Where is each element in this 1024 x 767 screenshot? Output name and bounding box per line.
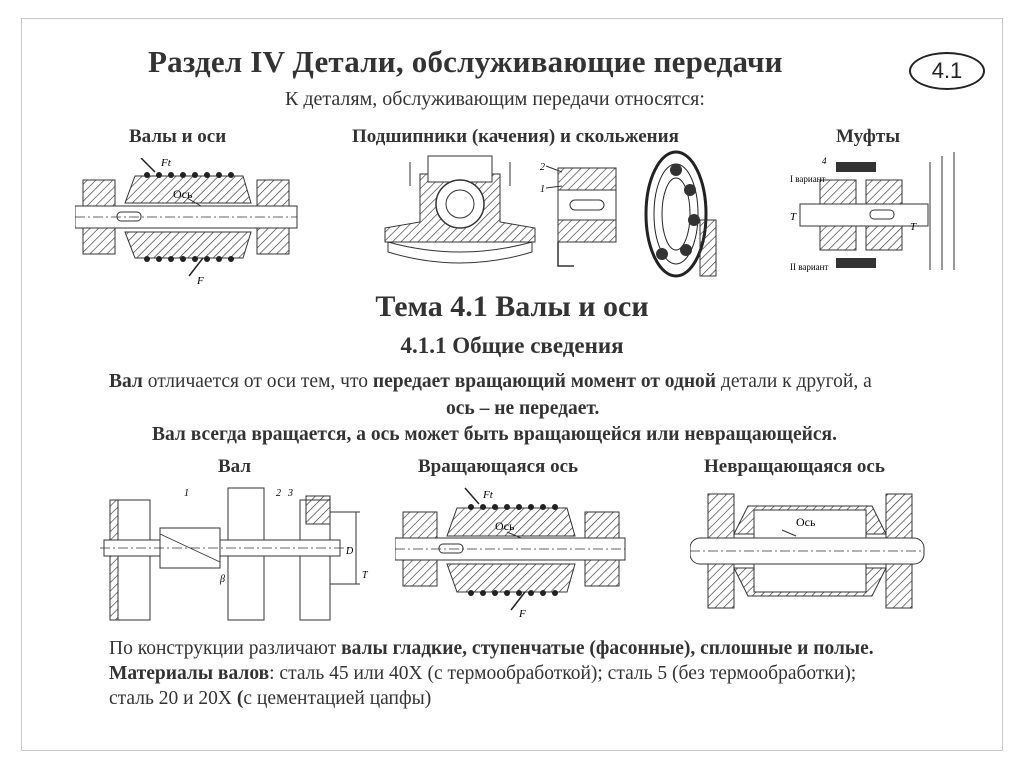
topic-title: Тема 4.1 Валы и оси <box>375 290 649 323</box>
definition-line-1: Вал отличается от оси тем, что передает … <box>109 371 872 393</box>
fixed-axle-diagram: Ось <box>690 493 925 609</box>
rolling-bearing-diagram <box>644 150 717 278</box>
materials-text: : сталь 45 или 40Х (с термообработкой); … <box>269 663 857 684</box>
force-label: F <box>196 275 204 287</box>
variant2-label: II вариант <box>790 262 828 272</box>
example-fixed-axle-label: Невращающаяся ось <box>704 456 885 477</box>
materials-cementation: с цементацией цапфы) <box>243 688 432 709</box>
dia-label: D <box>345 546 354 557</box>
sliding-bearing-diagram: 2 1 <box>540 162 617 267</box>
page-subtitle: К деталям, обслуживающим передачи относя… <box>285 88 705 110</box>
rotating-axle-diagram: Ft F Ось <box>395 487 626 619</box>
definition-emphasis: передает вращающий момент от одной <box>372 371 717 392</box>
torque-right-label: T <box>910 221 917 233</box>
num3-shaft-label: 3 <box>287 488 293 499</box>
footer-text-a: По конструкции различают <box>109 638 342 659</box>
slide-frame <box>21 18 1003 751</box>
category-bearings: Подшипники (качения) и скольжения <box>352 126 679 147</box>
footer-line-2: Материалы валов: сталь 45 или 40Х (с тер… <box>109 663 856 685</box>
materials-term: Материалы валов <box>109 663 270 684</box>
coupling-diagram: I вариант II вариант 4 T T <box>790 152 955 272</box>
beta-label: β <box>219 574 225 585</box>
definition-line-3: Вал всегда вращается, а ось может быть в… <box>152 424 837 445</box>
example-rotating-axle-label: Вращающаяся ось <box>418 456 579 477</box>
force-t-rot-label: Ft <box>482 489 494 501</box>
shaft-axle-diagram: Ft F Ось <box>75 158 298 287</box>
category-couplings: Муфты <box>836 126 901 147</box>
torque-left-label: T <box>790 211 797 223</box>
materials-steel-20: сталь 20 и 20Х <box>109 688 237 709</box>
plain-bearing-housing-diagram <box>384 155 536 264</box>
page-title: Раздел IV Детали, обслуживающие передачи <box>148 44 783 79</box>
definition-text-b: детали к другой, а <box>716 371 872 392</box>
shaft-example-diagram: 1 2 3 D T β <box>100 487 369 621</box>
num4-label: 4 <box>822 156 827 166</box>
shaft-types: валы гладкие, ступенчатые (фасонные), сп… <box>341 638 874 659</box>
section-badge: 4.1 <box>909 52 985 90</box>
force-t-label: Ft <box>160 158 172 169</box>
axle-fixed-label: Ось <box>796 515 816 529</box>
example-shaft-label: Вал <box>218 456 251 477</box>
definition-line-2: ось – не передает. <box>446 398 600 419</box>
footer-line-3: сталь 20 и 20Х (с цементацией цапфы) <box>109 688 431 710</box>
axle-label: Ось <box>173 187 193 201</box>
num2-label: 2 <box>540 162 545 173</box>
footer-line-1: По конструкции различают валы гладкие, с… <box>109 638 874 660</box>
definition-text-a: отличается от оси тем, что <box>142 371 373 392</box>
num2-shaft-label: 2 <box>276 488 281 499</box>
num1-shaft-label: 1 <box>184 488 189 499</box>
category-shafts: Валы и оси <box>129 126 227 147</box>
force-rot-label: F <box>518 608 526 619</box>
variant1-label: I вариант <box>790 174 826 184</box>
torque-shaft-label: T <box>362 570 369 581</box>
num1-label: 1 <box>540 184 545 195</box>
axle-rot-label: Ось <box>495 519 515 533</box>
term-shaft: Вал <box>109 371 143 392</box>
paren-open: ( <box>236 688 244 709</box>
topic-subtitle: 4.1.1 Общие сведения <box>400 333 624 358</box>
